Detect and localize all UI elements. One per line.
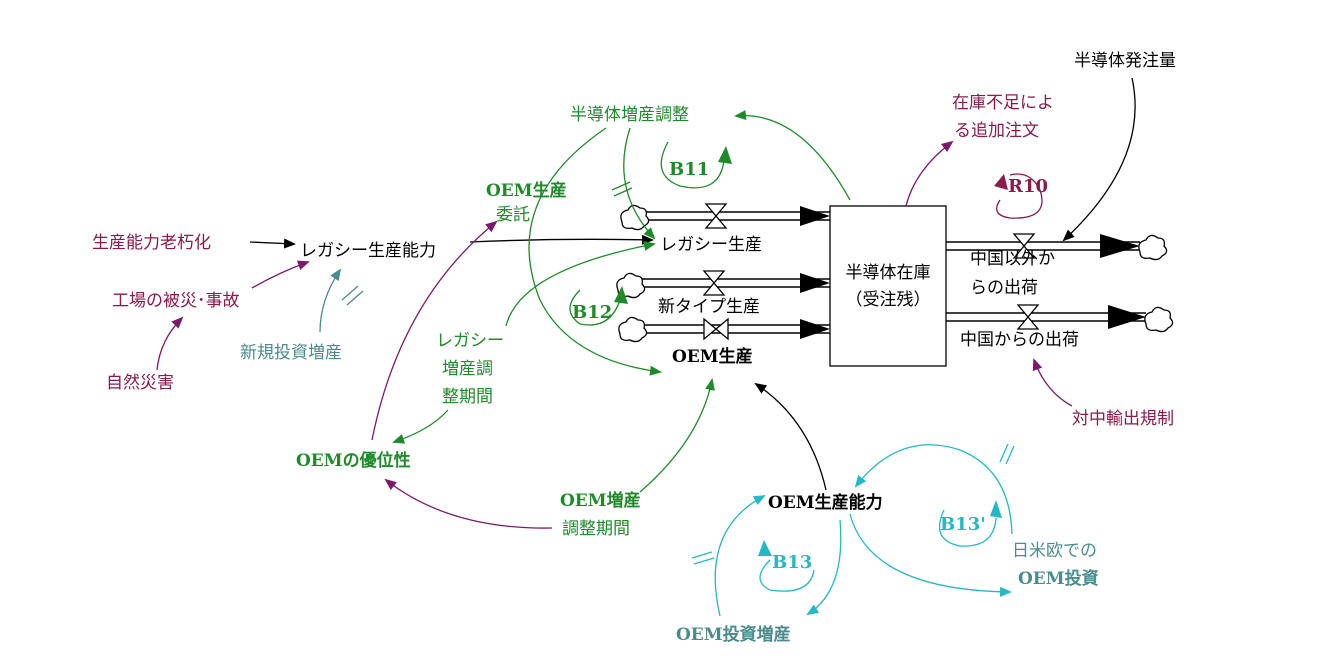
- link-orders-to-non-china-shipping: [1062, 77, 1136, 242]
- oem-outsourcing-label-line1: OEM生産: [486, 180, 567, 201]
- non-china-shipping-label-line1: 中国以外か: [970, 249, 1055, 269]
- link-legacy-adjust-to-legacy-production: [505, 240, 656, 327]
- semiconductor-orders-label: 半導体発注量: [1074, 51, 1176, 71]
- link-increase-adjust-to-legacy-production: [623, 127, 656, 240]
- link-aging-to-legacy-capacity: [249, 238, 296, 249]
- link-increase-adjust-to-oem-production: [528, 127, 662, 376]
- oem-capacity-label: OEM生産能力: [768, 492, 883, 513]
- cloud-source-icon: [620, 204, 650, 231]
- stock-label-line1: 半導体在庫: [846, 263, 931, 283]
- shortage-orders-label-line2: る追加注文: [954, 121, 1039, 141]
- link-western-invest-to-oem-capacity: [854, 444, 1013, 535]
- cloud-source-icon: [618, 316, 648, 343]
- western-invest-label-line2: OEM投資: [1018, 568, 1099, 589]
- link-oem-adjust-to-oem-production: [639, 378, 715, 493]
- link-legacy-capacity-to-production: [469, 234, 654, 245]
- b11-loop-arc: [660, 141, 725, 189]
- oem-production-valve-icon: [703, 317, 729, 341]
- b12-arrowhead-icon: [614, 286, 628, 304]
- delay-mark-icon: [1005, 445, 1015, 465]
- loop-b12-label: B12: [572, 302, 612, 323]
- legacy-production-label: レガシー生産: [660, 235, 762, 255]
- delay-mark-icon: [346, 290, 364, 306]
- cloud-sink-icon: [1144, 306, 1174, 333]
- legacy-adjust-label-line3: 整期間: [442, 387, 493, 407]
- oem-adjust-label-line2: 調整期間: [562, 519, 630, 539]
- delay-mark-icon: [613, 187, 633, 197]
- link-oem-advantage-to-oem-outsourcing: [371, 220, 498, 441]
- link-new-investment-to-legacy-capacity: [319, 268, 342, 333]
- delay-mark-icon: [999, 443, 1009, 463]
- legacy-adjust-label-line2: 増産調: [442, 359, 493, 379]
- loop-r10-label: R10: [1008, 176, 1048, 197]
- new-type-production-label: 新タイプ生産: [658, 297, 760, 317]
- shortage-orders-label-line1: 在庫不足によ: [952, 93, 1054, 113]
- oem-invest-increase-label: OEM投資増産: [676, 624, 791, 645]
- oem-advantage-label: OEMの優位性: [296, 450, 411, 471]
- new-type-production-flow: [640, 270, 830, 296]
- b13-arrowhead-icon: [758, 540, 772, 556]
- oem-production-label: OEM生産: [672, 346, 753, 367]
- new-type-production-valve-icon: [702, 270, 726, 296]
- semi-increase-adjust-label: 半導体増産調整: [570, 105, 689, 125]
- delay-mark-icon: [693, 557, 715, 565]
- oem-production-flow: [640, 317, 830, 341]
- cloud-sink-icon: [1138, 234, 1168, 261]
- western-invest-label-line1: 日米欧での: [1012, 541, 1097, 561]
- b13-loop-arc: [759, 559, 815, 592]
- capacity-aging-label: 生産能力老朽化: [92, 233, 211, 253]
- non-china-shipping-label-line2: らの出荷: [970, 278, 1038, 298]
- link-oem-capacity-to-western-invest: [849, 513, 1012, 597]
- delay-mark-icon: [691, 551, 713, 559]
- link-export-control-to-china-shipping: [1032, 358, 1073, 407]
- china-shipping-valve-icon: [1016, 304, 1040, 330]
- loop-b11-label: B11: [669, 159, 709, 180]
- delay-mark-icon: [611, 181, 631, 191]
- loop-b13p-label: B13': [940, 514, 986, 535]
- legacy-production-valve-icon: [704, 203, 728, 229]
- link-oem-capacity-to-oem-production: [754, 382, 827, 491]
- china-shipping-label: 中国からの出荷: [960, 330, 1079, 350]
- export-control-label: 対中輸出規制: [1072, 409, 1174, 429]
- natural-disaster-label: 自然災害: [106, 373, 174, 393]
- b13p-loop-arc: [939, 509, 997, 547]
- b11-arrowhead-icon: [718, 146, 732, 164]
- legacy-adjust-label-line1: レガシー: [436, 331, 504, 351]
- oem-outsourcing-label-line2: 委託: [496, 205, 530, 225]
- r10-arrowhead-icon: [994, 174, 1008, 190]
- non-china-shipping-flow: [946, 233, 1140, 259]
- link-legacy-adjust-to-oem-advantage: [392, 409, 449, 444]
- link-oem-capacity-to-oem-invest: [806, 519, 842, 616]
- legacy-capacity-label: レガシー生産能力: [300, 241, 436, 261]
- delay-mark-icon: [341, 285, 359, 301]
- loop-b13-label: B13: [772, 552, 812, 573]
- semiconductor-inventory-stock: [829, 205, 947, 367]
- non-china-shipping-valve-icon: [1012, 233, 1036, 259]
- link-disaster-to-factory-accident: [156, 316, 184, 371]
- factory-disaster-label: 工場の被災･事故: [112, 291, 240, 311]
- link-oem-adjust-to-oem-advantage: [384, 478, 553, 529]
- link-stock-to-increase-adjust: [734, 110, 851, 201]
- link-stock-to-shortage-orders: [905, 140, 954, 207]
- b12-loop-arc: [569, 289, 621, 326]
- new-investment-label: 新規投資増産: [240, 343, 342, 363]
- legacy-production-flow: [640, 203, 830, 229]
- b13p-arrowhead-icon: [990, 500, 1002, 518]
- oem-adjust-label-line1: OEM増産: [560, 490, 641, 511]
- link-r10-loop-arc: [996, 173, 1043, 219]
- china-shipping-flow: [946, 304, 1146, 330]
- stock-label-line2: （受注残）: [846, 290, 931, 310]
- link-factory-accident-to-legacy-capacity: [251, 260, 310, 289]
- link-oem-invest-to-oem-capacity: [714, 495, 766, 617]
